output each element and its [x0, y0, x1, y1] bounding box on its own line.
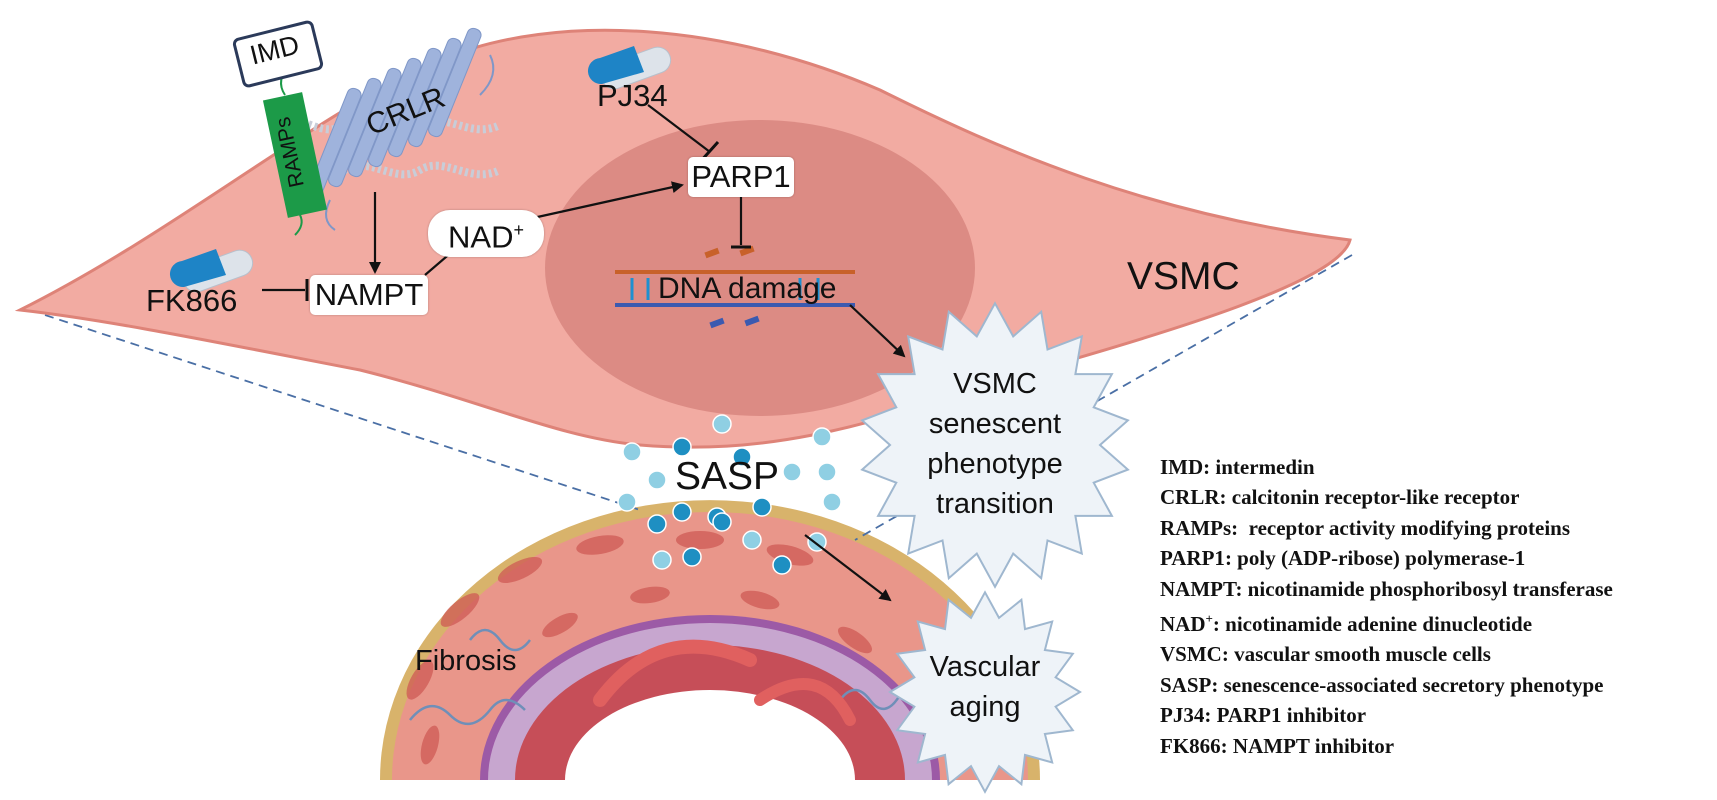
senescent-line-2: senescent: [928, 408, 1062, 440]
blood-vessel: [380, 500, 1040, 780]
zoom-lines: [44, 254, 1353, 541]
fibrosis-label: Fibrosis: [415, 645, 517, 677]
nucleus: [545, 120, 975, 416]
aging-outcome-text: Vascular aging: [900, 647, 1070, 727]
legend-row-imd: IMD: intermedin: [1160, 455, 1315, 479]
senescent-line-3: phenotype: [927, 448, 1063, 480]
aging-line-1: Vascular: [929, 651, 1041, 683]
sasp-particles: [617, 414, 842, 575]
senescent-line-1: VSMC: [953, 368, 1037, 400]
legend-row-sasp: SASP: senescence-associated secretory ph…: [1160, 672, 1604, 697]
aging-line-2: aging: [949, 691, 1021, 723]
nad-superscript: +: [513, 220, 524, 240]
senescent-line-4: transition: [936, 488, 1054, 520]
legend-row-ramps: RAMPs: receptor activity modifying prote…: [1160, 515, 1571, 540]
vsmc-label: VSMC: [1127, 255, 1240, 298]
pj34-label: PJ34: [597, 78, 668, 113]
fk866-pill-icon: [169, 249, 254, 293]
dna-damage-label: DNA damage: [658, 272, 837, 305]
senescent-outcome-text: VSMC senescent phenotype transition: [905, 364, 1085, 524]
nad-node: NAD+: [428, 210, 544, 258]
pathway-arrows: [262, 104, 906, 602]
legend-row-crlr: CRLR: calcitonin receptor-like receptor: [1160, 485, 1520, 510]
nad-label: NAD: [448, 219, 514, 255]
legend-row-parp1: PARP1: poly (ADP-ribose) polymerase-1: [1160, 546, 1526, 571]
parp1-node: PARP1: [688, 157, 794, 197]
nampt-node: NAMPT: [310, 275, 428, 315]
fk866-label: FK866: [146, 283, 238, 318]
dna-damage-icon: [615, 245, 855, 329]
legend-row-nad: NAD+: nicotinamide adenine dinucleotide: [1160, 611, 1533, 637]
legend-row-fk866: FK866: NAMPT inhibitor: [1160, 733, 1395, 758]
aging-starburst: [888, 590, 1082, 794]
sasp-label: SASP: [675, 455, 780, 498]
senescent-starburst: [860, 301, 1130, 589]
pj34-pill-icon: [587, 46, 672, 90]
legend-row-nampt: NAMPT: nicotinamide phosphoribosyl trans…: [1160, 576, 1613, 601]
abbreviation-legend: IMD: intermedin CRLR: calcitonin recepto…: [1160, 452, 1613, 761]
legend-row-vsmc: VSMC: vascular smooth muscle cells: [1160, 642, 1491, 667]
legend-row-pj34: PJ34: PARP1 inhibitor: [1160, 703, 1367, 728]
receptor-complex: [232, 20, 502, 236]
